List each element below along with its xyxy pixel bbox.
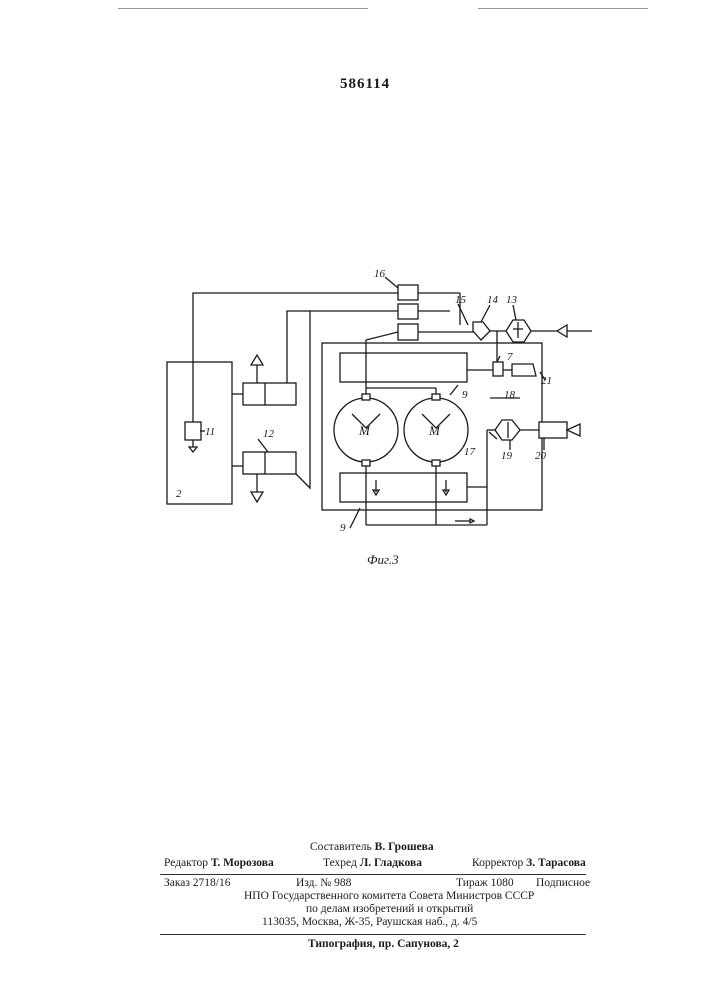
corrector-line: Корректор З. Тарасова	[472, 857, 586, 869]
device-20	[539, 422, 567, 438]
valve-7	[493, 362, 503, 376]
label-15: 15	[455, 294, 467, 306]
label-13: 13	[506, 294, 518, 306]
techred-line: Техред Л. Гладкова	[323, 857, 422, 869]
order-number: Заказ 2718/16	[164, 877, 231, 889]
vent-arrow-lower	[251, 492, 263, 502]
label-7: 7	[507, 351, 513, 363]
tank-9-upper	[340, 353, 467, 382]
org-line-2: по делам изобретений и открытий	[306, 903, 473, 915]
tank-9-lower	[340, 473, 467, 502]
label-9a: 9	[462, 389, 468, 401]
valve-16	[398, 285, 418, 300]
label-21: 21	[541, 375, 552, 387]
hydraulic-cylinder-upper	[243, 383, 296, 405]
element-11	[185, 422, 201, 440]
subscription: Подписное	[536, 877, 590, 889]
filter-14	[473, 322, 490, 340]
line-cyl-12	[296, 311, 310, 488]
editor-line: Редактор Т. Морозова	[164, 857, 274, 869]
techred-label: Техред	[323, 857, 357, 869]
footer-rule-2	[160, 934, 586, 935]
printer: Типография, пр. Сапунова, 2	[308, 938, 459, 950]
label-11: 11	[205, 426, 215, 438]
hydraulic-cylinder-12	[243, 452, 296, 474]
line-cyl-upper	[287, 311, 398, 383]
device-21	[512, 364, 536, 376]
corrector-label: Корректор	[472, 857, 523, 869]
motor-2-label: М	[428, 423, 441, 438]
issue-number: Изд. № 988	[296, 877, 351, 889]
figure-caption: Фиг.3	[367, 552, 399, 568]
corrector-name: З. Тарасова	[526, 857, 586, 869]
compiler-name: В. Грошева	[375, 841, 434, 853]
editor-label: Редактор	[164, 857, 208, 869]
compiler-label: Составитель	[310, 841, 372, 853]
compiler-line: Составитель В. Грошева	[310, 841, 434, 853]
print-run: Тираж 1080	[456, 877, 514, 889]
label-17: 17	[464, 446, 476, 458]
valve-middle	[398, 304, 418, 319]
label-20: 20	[535, 450, 547, 462]
tank-symbol-11	[189, 447, 197, 452]
inlet-arrow	[557, 325, 567, 337]
label-16: 16	[374, 268, 386, 280]
techred-name: Л. Гладкова	[360, 857, 422, 869]
label-9b: 9	[340, 522, 346, 534]
label-14: 14	[487, 294, 499, 306]
motor-1-label: М	[358, 423, 371, 438]
vent-arrow-upper	[251, 355, 263, 365]
label-2: 2	[176, 488, 182, 500]
label-12: 12	[263, 428, 275, 440]
org-line-1: НПО Государственного комитета Совета Мин…	[244, 890, 534, 902]
outlet-arrow	[567, 424, 580, 436]
label-19: 19	[501, 450, 513, 462]
address: 113035, Москва, Ж-35, Раушская наб., д. …	[262, 916, 477, 928]
label-18: 18	[504, 389, 516, 401]
editor-name: Т. Морозова	[211, 857, 274, 869]
valve-lower	[398, 324, 418, 340]
footer-rule-1	[160, 874, 586, 875]
